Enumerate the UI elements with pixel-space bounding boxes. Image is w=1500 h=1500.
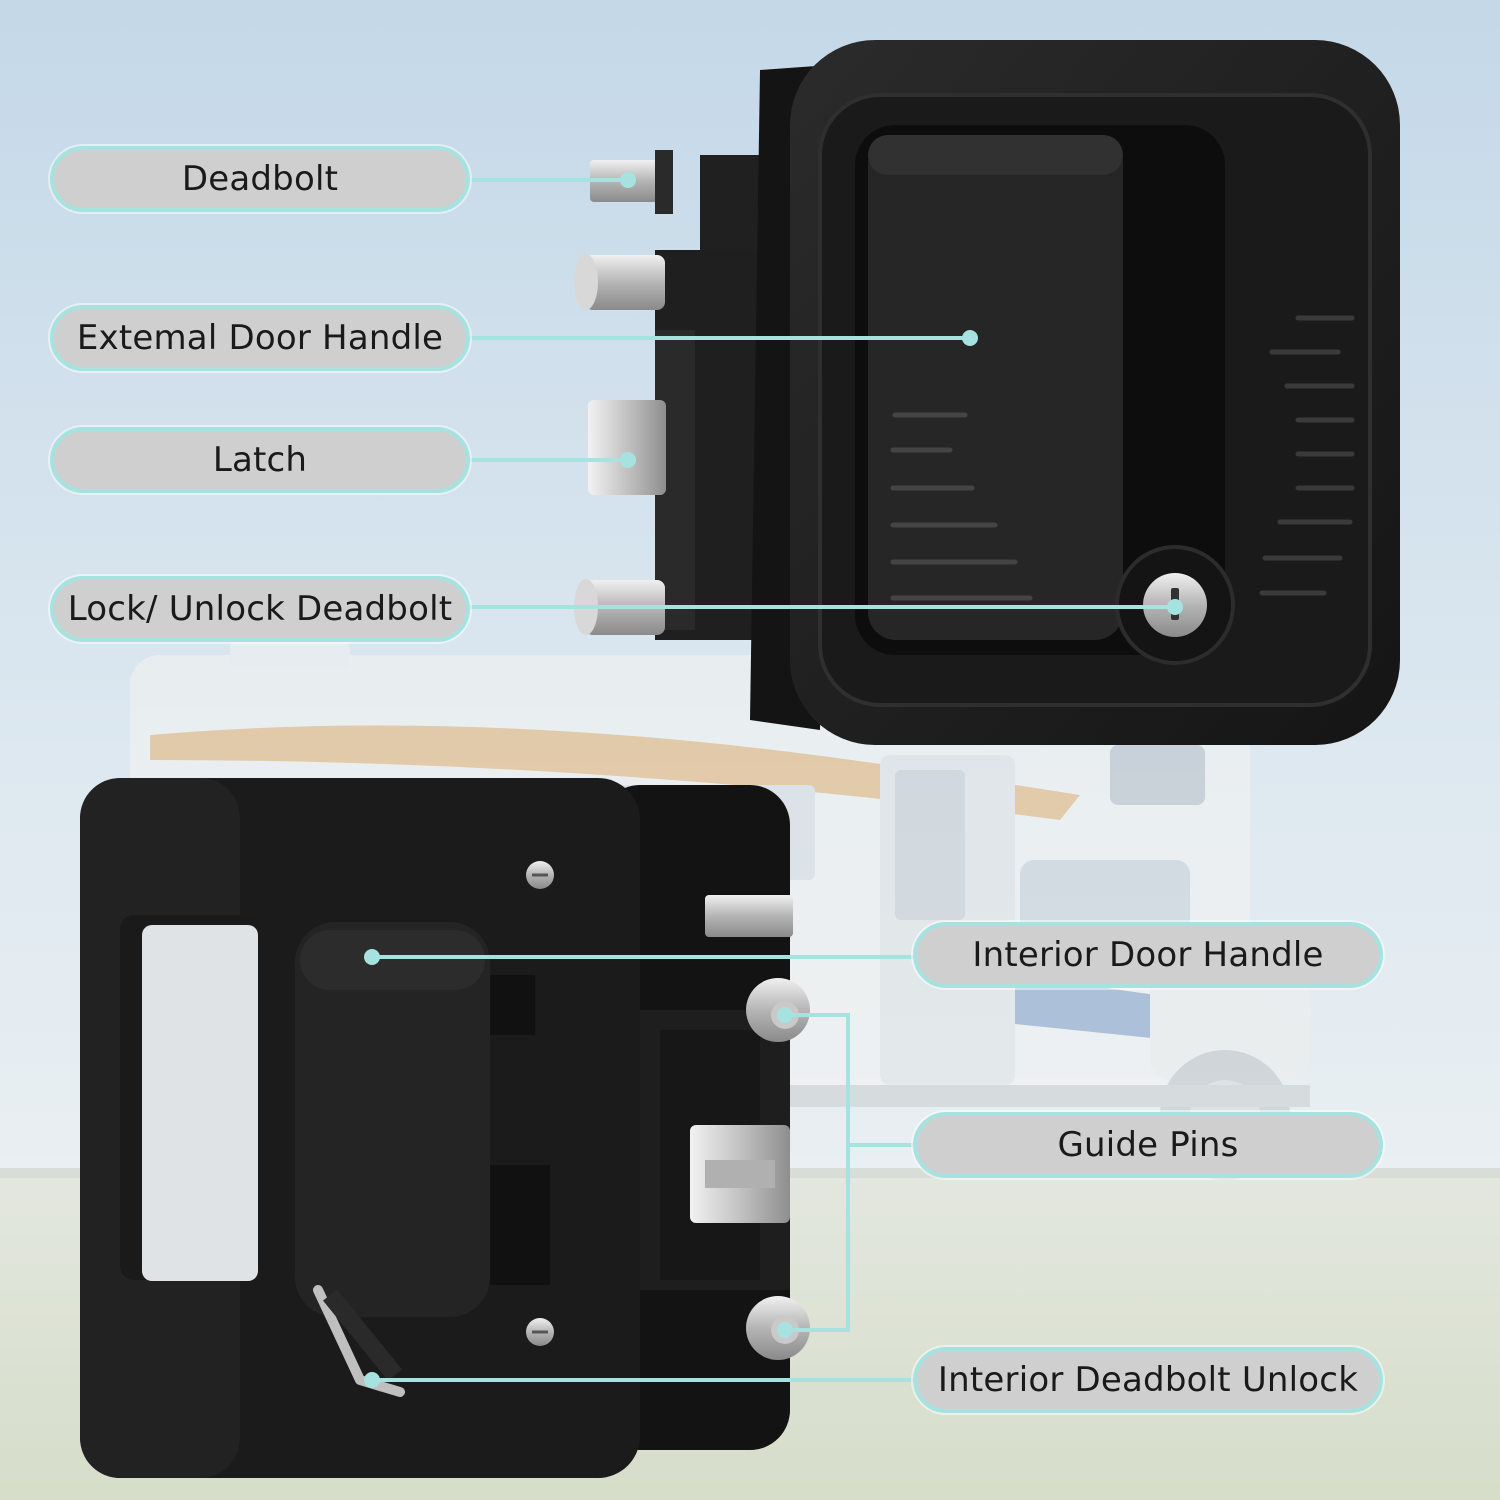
callout-external-door-handle: Extemal Door Handle bbox=[50, 305, 470, 371]
exterior-handle-assembly bbox=[574, 40, 1400, 745]
callout-interior-door-handle: Interior Door Handle bbox=[913, 922, 1383, 988]
leader-lines bbox=[372, 178, 1175, 1382]
callout-deadbolt: Deadbolt bbox=[50, 146, 470, 212]
callout-interior-deadbolt-unlock: Interior Deadbolt Unlock bbox=[913, 1347, 1383, 1413]
interior-handle-assembly bbox=[80, 778, 810, 1478]
callout-guide-pins: Guide Pins bbox=[913, 1112, 1383, 1178]
callout-latch: Latch bbox=[50, 427, 470, 493]
leader-dots bbox=[364, 172, 1183, 1388]
callout-lock-unlock-deadbolt: Lock/ Unlock Deadbolt bbox=[50, 576, 470, 642]
